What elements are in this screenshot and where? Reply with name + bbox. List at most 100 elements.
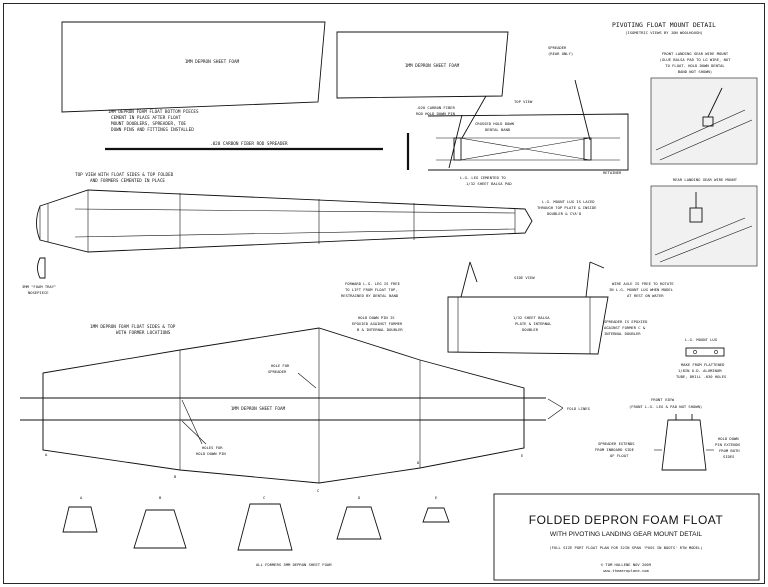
- svg-text:TOP VIEW: TOP VIEW: [514, 99, 533, 104]
- note-holes-pin: HOLES FOR HOLD DOWN PIN: [181, 399, 226, 456]
- detail-side-view: SIDE VIEW FORWARD L.G. LEG IS FREE TO LI…: [341, 261, 674, 355]
- center-sheet-label: 1MM DEPRON SHEET FOAM: [231, 406, 286, 412]
- svg-text:REAR LANDING GEAR WIRE MOUNT: REAR LANDING GEAR WIRE MOUNT: [673, 177, 738, 182]
- svg-text:B & INTERNAL DOUBLER: B & INTERNAL DOUBLER: [357, 327, 403, 332]
- detail-heading: PIVOTING FLOAT MOUNT DETAIL (ISOMETRIC V…: [612, 21, 716, 35]
- svg-text:DOWN PINS AND FITTINGS INSTALL: DOWN PINS AND FITTINGS INSTALLED: [111, 127, 194, 133]
- svg-text:B: B: [174, 474, 177, 479]
- svg-text:ROD HOLD DOWN PIN: ROD HOLD DOWN PIN: [416, 111, 456, 116]
- plan-subtitle: WITH PIVOTING LANDING GEAR MOUNT DETAIL: [550, 531, 702, 538]
- mount-lug-detail: L.G. MOUNT LUG MAKE FROM FLATTENED 1/8IN…: [676, 337, 727, 379]
- svg-text:HOLD DOWN PIN: HOLD DOWN PIN: [196, 451, 226, 456]
- svg-text:E: E: [435, 495, 438, 500]
- svg-text:(FRONT L.G. LEG & PAD NOT SHOW: (FRONT L.G. LEG & PAD NOT SHOWN): [629, 404, 702, 409]
- svg-text:BAND NOT SHOWN): BAND NOT SHOWN): [678, 69, 712, 74]
- svg-text:PIVOTING FLOAT MOUNT DETAIL: PIVOTING FLOAT MOUNT DETAIL: [612, 21, 716, 29]
- svg-text:AT REST ON WATER: AT REST ON WATER: [627, 293, 664, 298]
- rod-spreader-label: .020 CARBON FIBER ROD SPREADER: [210, 141, 288, 147]
- svg-text:EPOXIED AGAINST FORMER: EPOXIED AGAINST FORMER: [352, 321, 403, 326]
- svg-text:1/8IN O.D. ALUMINUM: 1/8IN O.D. ALUMINUM: [678, 368, 722, 373]
- sheet-piece-right-label: 1MM DEPRON SHEET FOAM: [405, 63, 460, 69]
- plan-scale-note: (FULL SIZE PORT FLOAT PLAN FOR 32IN SPAN…: [549, 545, 702, 550]
- svg-text:AGAINST FORMER C &: AGAINST FORMER C &: [604, 325, 646, 330]
- detail-front-view: FRONT VIEW (FRONT L.G. LEG & PAD NOT SHO…: [595, 397, 741, 471]
- svg-text:3MM "FOAM TRAY": 3MM "FOAM TRAY": [22, 284, 56, 289]
- svg-text:RETAINER: RETAINER: [603, 170, 622, 175]
- note-hole-spreader: HOLE FOR SPREADER: [268, 363, 317, 389]
- svg-text:DOUBLER & CYA'D: DOUBLER & CYA'D: [547, 211, 582, 216]
- formers: A B C D E ALL FORMERS 3MM DEPRON SHEET F…: [62, 495, 450, 567]
- sheet-border: [3, 3, 765, 584]
- svg-text:PIN EXTENDS: PIN EXTENDS: [715, 442, 741, 447]
- svg-text:WITH FORMER LOCATIONS: WITH FORMER LOCATIONS: [116, 330, 171, 336]
- svg-text:1MM DEPRON FOAM FLOAT SIDES &: 1MM DEPRON FOAM FLOAT SIDES & TOP: [90, 324, 176, 330]
- plan-title: FOLDED DEPRON FOAM FLOAT: [529, 513, 724, 527]
- svg-text:HOLD DOWN: HOLD DOWN: [718, 436, 739, 441]
- svg-text:A: A: [45, 452, 48, 457]
- svg-text:ALL FORMERS 3MM DEPRON SHEET F: ALL FORMERS 3MM DEPRON SHEET FOAM: [256, 562, 332, 567]
- svg-text:SIDES: SIDES: [723, 454, 735, 459]
- svg-text:1/32 SHEET BALSA PAD: 1/32 SHEET BALSA PAD: [466, 181, 512, 186]
- svg-text:1MM DEPRON FOAM FLOAT BOTTOM P: 1MM DEPRON FOAM FLOAT BOTTOM PIECES: [108, 109, 199, 115]
- svg-text:HOLES FOR: HOLES FOR: [202, 445, 223, 450]
- float-sides-top-flat: 1MM DEPRON SHEET FOAM: [20, 327, 546, 484]
- svg-text:MOUNT DOUBLERS, SPREADER, TOE: MOUNT DOUBLERS, SPREADER, TOE: [111, 121, 186, 127]
- svg-text:RESTRAINED BY DENTAL BAND: RESTRAINED BY DENTAL BAND: [341, 293, 399, 298]
- svg-text:(ISOMETRIC VIEWS BY JON WOOLHO: (ISOMETRIC VIEWS BY JON WOOLHOUGH): [625, 30, 703, 35]
- svg-text:AND FORMERS CEMENTED IN PLACE: AND FORMERS CEMENTED IN PLACE: [90, 178, 165, 184]
- svg-text:B: B: [159, 495, 162, 500]
- svg-text:E: E: [521, 453, 524, 458]
- rod-spreader: .020 CARBON FIBER ROD SPREADER: [105, 133, 410, 170]
- rear-wire-mount-photo: [650, 185, 758, 267]
- front-wire-mount-photo: [650, 77, 758, 165]
- note-bottom-pieces: 1MM DEPRON FOAM FLOAT BOTTOM PIECES CEME…: [108, 109, 199, 133]
- svg-text:A: A: [80, 495, 83, 500]
- note-top-view-float: TOP VIEW WITH FLOAT SIDES & TOP FOLDED A…: [75, 172, 174, 184]
- svg-text:TO FLOAT. HOLD DOWN DENTAL: TO FLOAT. HOLD DOWN DENTAL: [665, 63, 725, 68]
- svg-text:FROM INBOARD SIDE: FROM INBOARD SIDE: [595, 447, 635, 452]
- svg-text:DENTAL BAND: DENTAL BAND: [485, 127, 511, 132]
- sheet-piece-right: 1MM DEPRON SHEET FOAM: [336, 31, 509, 99]
- svg-text:1/32 SHEET BALSA: 1/32 SHEET BALSA: [513, 315, 550, 320]
- svg-text:SPREADER: SPREADER: [268, 369, 287, 374]
- svg-text:FRONT VIEW: FRONT VIEW: [651, 397, 675, 402]
- svg-text:SPREADER IS EPOXIED: SPREADER IS EPOXIED: [604, 319, 648, 324]
- svg-text:L.G. MOUNT LUG IS LACED: L.G. MOUNT LUG IS LACED: [542, 199, 595, 204]
- svg-text:OF FLOAT: OF FLOAT: [610, 453, 629, 458]
- float-top-view: [36, 189, 533, 253]
- svg-text:CROSSED HOLD DOWN: CROSSED HOLD DOWN: [475, 121, 515, 126]
- svg-text:SPREADER EXTENDS: SPREADER EXTENDS: [598, 441, 635, 446]
- svg-text:TUBE, DRILL .030 HOLES: TUBE, DRILL .030 HOLES: [676, 374, 727, 379]
- title-block: FOLDED DEPRON FOAM FLOAT WITH PIVOTING L…: [493, 493, 760, 581]
- rear-wire-mount: REAR LANDING GEAR WIRE MOUNT: [650, 177, 758, 267]
- svg-text:FRONT LANDING GEAR WIRE MOUNT: FRONT LANDING GEAR WIRE MOUNT: [662, 51, 729, 56]
- svg-text:MAKE FROM FLATTENED: MAKE FROM FLATTENED: [681, 362, 725, 367]
- note-sides-top: 1MM DEPRON FOAM FLOAT SIDES & TOP WITH F…: [90, 324, 176, 336]
- svg-text:DOUBLER: DOUBLER: [522, 327, 539, 332]
- svg-text:TOP VIEW WITH FLOAT SIDES & TO: TOP VIEW WITH FLOAT SIDES & TOP FOLDED: [75, 172, 174, 178]
- svg-text:FOLD LINES: FOLD LINES: [567, 406, 591, 411]
- nosepiece: 3MM "FOAM TRAY" NOSEPIECE: [22, 257, 56, 295]
- front-wire-mount: FRONT LANDING GEAR WIRE MOUNT (GLUE BALS…: [650, 51, 758, 165]
- svg-text:C: C: [263, 495, 265, 500]
- svg-text:THROUGH TOP PLATE & INSIDE: THROUGH TOP PLATE & INSIDE: [537, 205, 597, 210]
- svg-text:L.G. LEG CEMENTED TO: L.G. LEG CEMENTED TO: [460, 175, 506, 180]
- sheet-piece-left-label: 1MM DEPRON SHEET FOAM: [185, 59, 240, 65]
- svg-text:IN L.G. MOUNT LUG WHEN MODEL: IN L.G. MOUNT LUG WHEN MODEL: [609, 287, 674, 292]
- svg-text:SPREADER: SPREADER: [548, 45, 567, 50]
- svg-text:(GLUE BALSA PAD TO LG WIRE, NO: (GLUE BALSA PAD TO LG WIRE, NOT: [660, 57, 732, 62]
- svg-text:D: D: [358, 495, 361, 500]
- svg-text:HOLE FOR: HOLE FOR: [271, 363, 290, 368]
- svg-text:CEMENT IN PLACE AFTER FLOAT: CEMENT IN PLACE AFTER FLOAT: [111, 115, 181, 121]
- fold-lines-callout: FOLD LINES: [547, 398, 591, 420]
- svg-text:INTERNAL DOUBLER: INTERNAL DOUBLER: [604, 331, 641, 336]
- svg-text:WIRE AXLE IS FREE TO ROTATE: WIRE AXLE IS FREE TO ROTATE: [612, 281, 674, 286]
- svg-text:PLATE & INTERNAL: PLATE & INTERNAL: [515, 321, 552, 326]
- svg-text:FROM BOTH: FROM BOTH: [719, 448, 740, 453]
- svg-text:NOSEPIECE: NOSEPIECE: [28, 290, 49, 295]
- detail-top-view: SPREADER (REAR ONLY) TOP VIEW .020 CARBO…: [416, 45, 629, 216]
- svg-text:.020 CARBON FIBER: .020 CARBON FIBER: [416, 105, 456, 110]
- sheet-piece-left: 1MM DEPRON SHEET FOAM: [61, 21, 326, 113]
- svg-text:SIDE VIEW: SIDE VIEW: [514, 275, 535, 280]
